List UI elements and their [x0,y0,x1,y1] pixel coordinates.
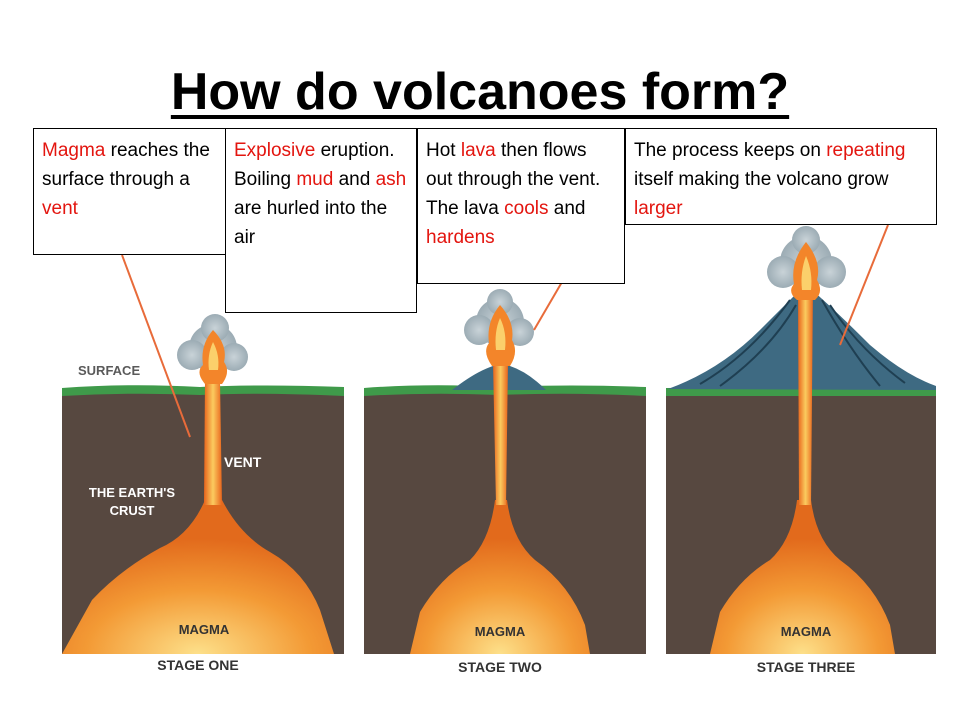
caption-text: The process keeps on [634,140,827,161]
caption-text: Hot [426,140,461,161]
page-title: How do volcanoes form? [170,63,790,121]
caption-text: reaches the surface through a [42,140,210,190]
stage-one-label: STAGE ONE [157,657,238,673]
stage-three-magma-chamber [710,500,895,654]
stage-two-panel: MAGMA STAGE TWO [364,281,646,675]
stage-three-panel: MAGMA STAGE THREE [666,224,936,675]
vent-label: VENT [224,454,262,470]
caption-text: are hurled into the air [234,198,388,248]
caption-text: itself making the volcano grow [634,169,889,190]
caption-text: eruption. Boiling [234,140,395,190]
caption-box-stage-three: The process keeps on repeating itself ma… [625,128,937,225]
stage-one-magma-chamber [62,500,334,654]
highlighted-term: vent [42,198,78,219]
stage-three-magma-label: MAGMA [781,624,832,639]
surface-label: SURFACE [78,363,140,378]
stage-two-magma-chamber [410,500,590,654]
stage-three-label: STAGE THREE [757,659,856,675]
highlighted-term: Magma [42,140,106,161]
stage-two-label: STAGE TWO [458,659,542,675]
caption-box-stage-two: Hot lava then flows out through the vent… [417,128,625,284]
stage-one-panel: SURFACE VENT THE EARTH'S CRUST MAGMA STA… [62,254,344,673]
crust-label-line2: CRUST [110,503,155,518]
caption-box-stage-one: Magma reaches the surface through a vent [33,128,230,255]
caption-text: then flows out through the vent. The lav… [426,140,601,219]
crust-label-line1: THE EARTH'S [89,485,175,500]
stage-three-ash-cloud [767,226,846,288]
stage-one-pointer-line [121,254,191,438]
caption-text: and [333,169,376,190]
highlighted-term: hardens [426,227,495,248]
stage-one-magma-label: MAGMA [179,622,230,637]
highlighted-term: larger [634,198,683,219]
stage-two-magma-label: MAGMA [475,624,526,639]
stage-one-vent [204,380,222,505]
highlighted-term: mud [296,169,334,190]
stage-two-vent [493,362,508,505]
highlighted-term: cools [504,198,549,219]
highlighted-term: lava [460,140,496,161]
caption-text: and [548,198,586,219]
highlighted-term: repeating [826,140,906,161]
highlighted-term: ash [375,169,407,190]
stage-one-surface-grass [62,385,344,396]
stage-three-pointer-line [839,224,889,346]
caption-box-explosive-eruption: Explosive eruption. Boiling mud and ash … [225,128,417,313]
stage-three-vent [798,285,813,505]
highlighted-term: Explosive [234,140,316,161]
stage-two-pointer-line [533,281,563,331]
